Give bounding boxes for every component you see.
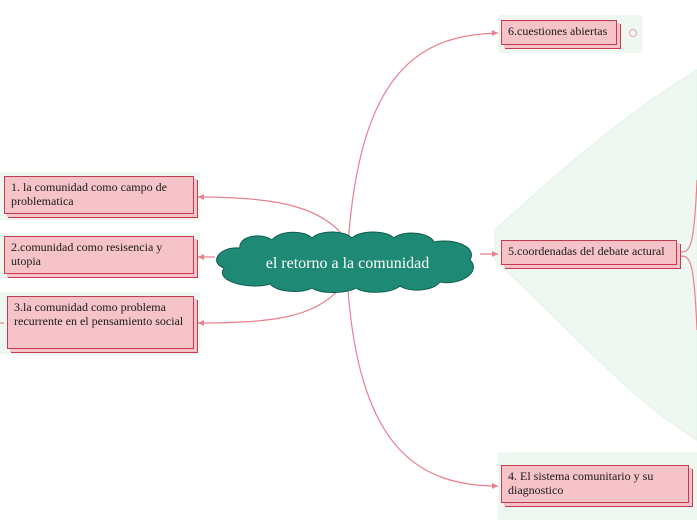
- central-topic-label: el retorno a la comunidad: [265, 255, 430, 272]
- topic-4-sistema-comunitario[interactable]: 4. El sistema comunitario y su diagnosti…: [501, 465, 689, 503]
- topic-6-cuestiones-abiertas[interactable]: 6.cuestiones abiertas: [501, 20, 617, 45]
- connector-t3: [197, 287, 341, 324]
- collapse-circle-icon[interactable]: [629, 29, 637, 37]
- topic-3-problema-recurrente[interactable]: 3.la comunidad como problema recurrente …: [7, 296, 194, 349]
- connector-t4: [347, 289, 499, 487]
- connector-t5-out-b: [679, 255, 697, 331]
- central-topic-cloud[interactable]: [216, 231, 474, 293]
- topic-5-coordenadas-debate[interactable]: 5.coordenadas del debate actural: [501, 240, 677, 265]
- topic-1-campo-problematica[interactable]: 1. la comunidad como campo de problemati…: [4, 176, 194, 214]
- topic-2-resistencia-utopia[interactable]: 2.comunidad como resisencia y utopia: [4, 236, 194, 274]
- connector-t5-out-a: [679, 179, 697, 253]
- connector-t1: [197, 196, 341, 233]
- connector-t6: [347, 32, 499, 246]
- connector-lines: [0, 32, 697, 487]
- connector-arrows: [198, 30, 498, 489]
